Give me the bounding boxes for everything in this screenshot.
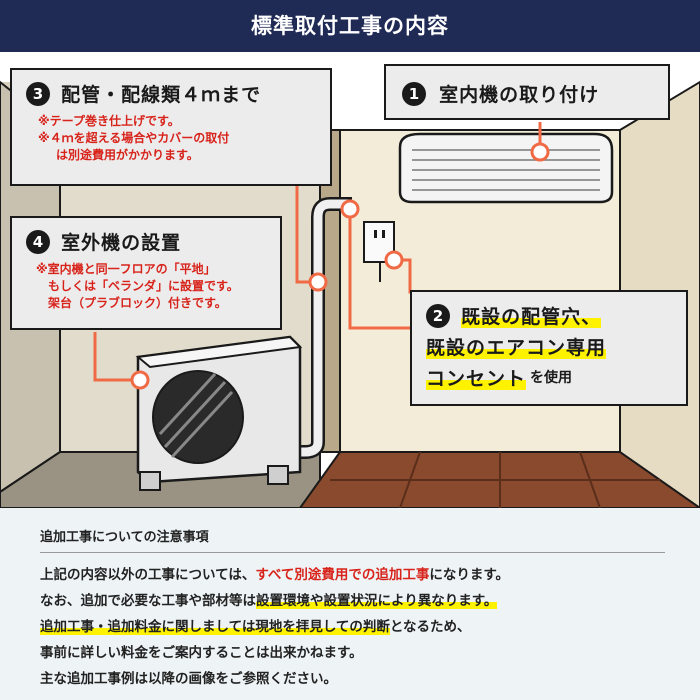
step-1-badge: 1 xyxy=(402,81,426,106)
callout-4-note: ※室内機と同一フロアの「平地」 もしくは「ベランダ」に設置です。 架台（プラブロ… xyxy=(36,261,280,312)
callout-3-title: 配管・配線類４ｍまで xyxy=(61,84,262,106)
notes-body: 上記の内容以外の工事については、すべて別途費用での追加工事になります。 なお、追… xyxy=(40,562,680,692)
callout-3-note: ※テープ巻き仕上げです。 ※４ｍを超える場合やカバーの取付 は別途費用がかかりま… xyxy=(38,113,330,164)
notes-text: なお、追加で必要な工事や部材等は xyxy=(40,593,256,609)
callout-outdoor-unit: 4 室外機の設置 ※室内機と同一フロアの「平地」 もしくは「ベランダ」に設置です… xyxy=(10,216,282,330)
notes-line-2: なお、追加で必要な工事や部材等は設置環境や設置状況により異なります。 xyxy=(40,588,680,614)
callout-3-note-line: は別途費用がかかります。 xyxy=(56,148,199,162)
callout-2-line1: 既設の配管穴、 xyxy=(461,306,602,328)
step-3-badge: 3 xyxy=(26,81,50,106)
notes-line-4: 事前に詳しい料金をご案内することは出来かねます。 xyxy=(40,645,363,661)
notes-title: 追加工事についての注意事項 xyxy=(40,530,209,545)
callout-2-line2: 既設のエアコン専用 xyxy=(426,337,607,359)
callout-existing-hole: 2 既設の配管穴、 既設のエアコン専用 コンセントを使用 xyxy=(410,290,688,406)
notes-highlight: 追加工事・追加料金に関しましては現地を拝見しての判断 xyxy=(40,619,390,635)
callout-connectors xyxy=(93,122,550,390)
callout-3-note-line: ※４ｍを超える場合やカバーの取付 xyxy=(38,131,230,145)
outdoor-ac-unit xyxy=(135,335,303,491)
callout-2-line3-rest: を使用 xyxy=(530,370,573,386)
notes-highlight: 設置環境や設置状況により異なります。 xyxy=(256,593,498,609)
notes-text: 上記の内容以外の工事については、 xyxy=(40,567,256,583)
indoor-ac-unit xyxy=(398,132,614,204)
page-title: 標準取付工事の内容 xyxy=(251,14,449,38)
installation-illustration: 1 室内機の取り付け 3 配管・配線類４ｍまで ※テープ巻き仕上げです。 ※４ｍ… xyxy=(0,52,700,508)
notes-line-5: 主な追加工事例は以降の画像をご参照ください。 xyxy=(40,671,337,687)
callout-4-title: 室外機の設置 xyxy=(61,232,182,254)
step-2-badge: 2 xyxy=(426,303,450,328)
page-header: 標準取付工事の内容 xyxy=(0,0,700,52)
callout-4-note-line: 架台（プラブロック）付きです。 xyxy=(48,296,227,310)
notes-section: 追加工事についての注意事項 上記の内容以外の工事については、すべて別途費用での追… xyxy=(0,508,700,700)
callout-1-title: 室内機の取り付け xyxy=(439,84,600,106)
callout-2-line3-highlight: コンセント xyxy=(426,368,527,390)
callout-3-note-line: ※テープ巻き仕上げです。 xyxy=(38,114,180,128)
callout-indoor-unit: 1 室内機の取り付け xyxy=(384,64,670,120)
notes-divider xyxy=(40,552,665,553)
room-scene xyxy=(0,80,700,508)
notes-line-1: 上記の内容以外の工事については、すべて別途費用での追加工事になります。 xyxy=(40,562,680,588)
step-4-badge: 4 xyxy=(26,229,50,254)
notes-emphasis: すべて別途費用での追加工事 xyxy=(255,567,430,583)
callout-4-note-line: もしくは「ベランダ」に設置です。 xyxy=(48,279,239,293)
callout-piping: 3 配管・配線類４ｍまで ※テープ巻き仕上げです。 ※４ｍを超える場合やカバーの… xyxy=(10,68,332,186)
notes-line-3: 追加工事・追加料金に関しましては現地を拝見しての判断となるため、 xyxy=(40,614,680,640)
piping-duct xyxy=(285,197,352,459)
notes-text: になります。 xyxy=(429,567,509,583)
notes-text: となるため、 xyxy=(389,619,471,635)
callout-4-note-line: ※室内機と同一フロアの「平地」 xyxy=(36,262,216,276)
